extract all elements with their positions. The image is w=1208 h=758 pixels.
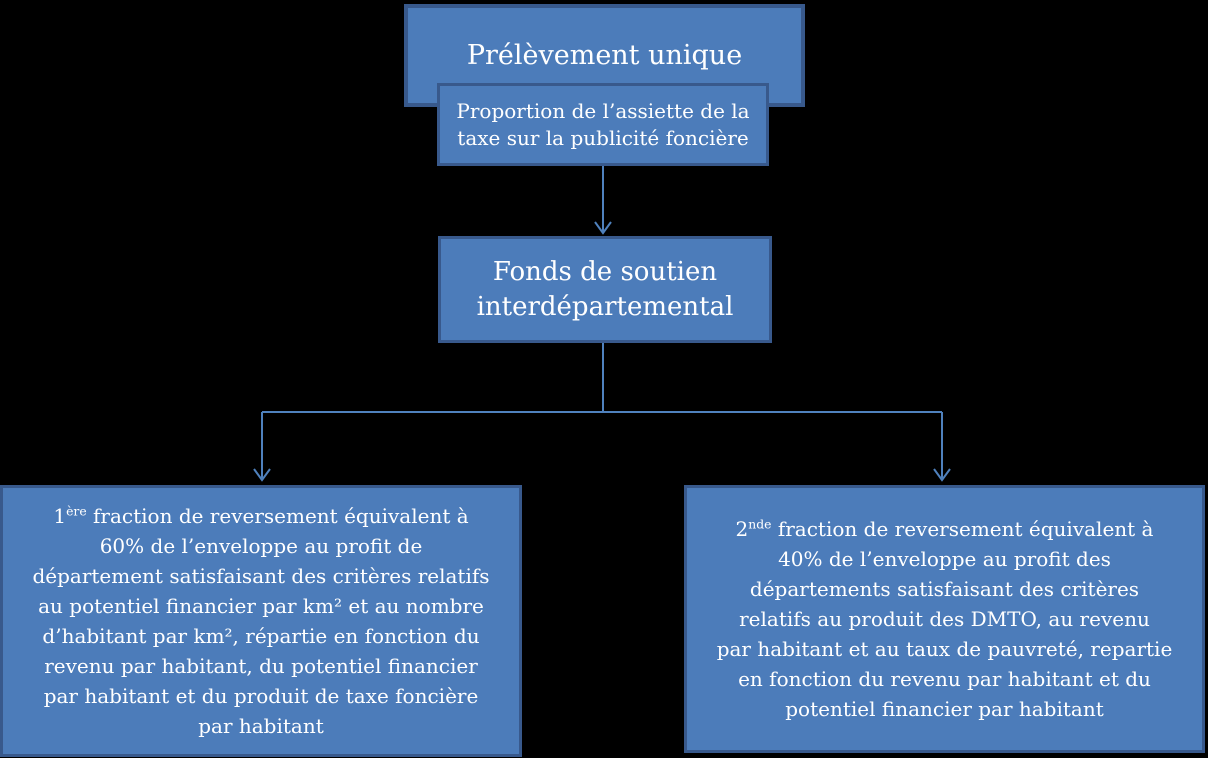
text-line: département satisfaisant des critères re… <box>32 564 490 588</box>
text-line: d’habitant par km², répartie en fonction… <box>42 624 480 648</box>
text-line: 60% de l’enveloppe au profit de <box>99 534 423 558</box>
fraction-2-box: 2nde fraction de reversement équivalent … <box>684 485 1205 753</box>
text-line: 40% de l’enveloppe au profit des <box>778 547 1111 571</box>
text-line: taxe sur la publicité foncière <box>457 125 749 150</box>
ordinal-suffix: nde <box>748 516 772 532</box>
text-line: 2nde fraction de reversement équivalent … <box>736 514 1154 544</box>
fraction-1-box: 1ère fraction de reversement équivalent … <box>0 485 522 757</box>
text-line: au potentiel financier par km² et au nom… <box>38 594 484 618</box>
ordinal-base: 2 <box>735 517 749 541</box>
assiette-taxe-box: Proportion de l’assiette de la taxe sur … <box>437 83 769 166</box>
box-title: Prélèvement unique <box>466 40 743 71</box>
ordinal-suffix: ère <box>66 503 87 519</box>
arrowhead-down-icon <box>594 221 612 235</box>
text-line: par habitant et du produit de taxe fonci… <box>43 684 479 708</box>
text-fragment: fraction de reversement équivalent à <box>771 517 1154 541</box>
text-line: départements satisfaisant des critères <box>749 577 1140 601</box>
connector-fund-branch <box>261 343 943 478</box>
fonds-soutien-box: Fonds de soutien interdépartemental <box>438 236 772 343</box>
text-line: par habitant <box>198 714 324 738</box>
text-fragment: fraction de reversement équivalent à <box>86 504 469 528</box>
text-line: Fonds de soutien <box>492 256 718 287</box>
text-line: relatifs au produit des DMTO, au revenu <box>739 607 1150 631</box>
text-line: potentiel financier par habitant <box>785 697 1104 721</box>
ordinal-base: 1 <box>53 504 67 528</box>
arrowhead-down-icon <box>253 468 271 482</box>
text-line: en fonction du revenu par habitant et du <box>738 667 1151 691</box>
text-line: par habitant et au taux de pauvreté, rep… <box>716 637 1173 661</box>
text-line: Proportion de l’assiette de la <box>456 98 750 123</box>
text-line: interdépartemental <box>476 291 734 322</box>
text-line: revenu par habitant, du potentiel financ… <box>44 654 478 678</box>
arrowhead-down-icon <box>933 468 951 482</box>
text-line: 1ère fraction de reversement équivalent … <box>53 501 468 531</box>
